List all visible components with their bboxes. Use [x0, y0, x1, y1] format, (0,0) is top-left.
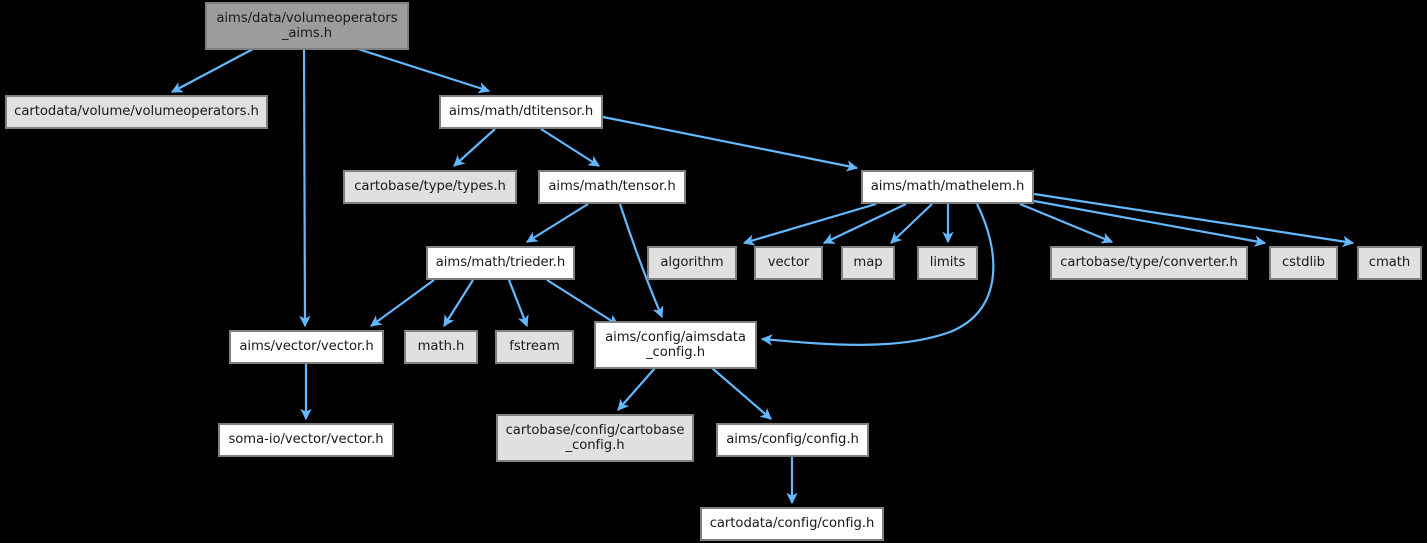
graph-node-label: cartobase/type/types.h	[354, 179, 506, 195]
graph-node-vector[interactable]: vector	[754, 246, 823, 280]
graph-node-label: vector	[767, 255, 810, 271]
edge-tensor-to-trieder	[526, 203, 589, 243]
graph-node-label: aims/vector/vector.h	[239, 339, 374, 355]
graph-node-mathh[interactable]: math.h	[404, 330, 478, 364]
graph-node-mathelem[interactable]: aims/math/mathelem.h	[861, 170, 1034, 204]
edge-trieder-to-fstream	[507, 279, 529, 328]
graph-node-label: limits	[929, 255, 966, 271]
graph-node-label: aims/data/volumeoperators _aims.h	[216, 10, 398, 41]
graph-node-label: cartobase/config/cartobase _config.h	[505, 422, 685, 453]
graph-node-cartovolop[interactable]: cartodata/volume/volumeoperators.h	[5, 95, 268, 129]
graph-node-types[interactable]: cartobase/type/types.h	[343, 170, 517, 204]
edge-dtitensor-to-types	[453, 128, 496, 167]
graph-node-map[interactable]: map	[841, 246, 895, 280]
graph-node-label: aims/math/trieder.h	[435, 255, 566, 271]
edge-aimsdata-to-cartoconfig	[617, 367, 656, 411]
edge-root-to-aimsvector	[299, 48, 311, 328]
graph-node-algorithm[interactable]: algorithm	[647, 246, 737, 280]
graph-node-label: cstdlib	[1281, 255, 1325, 271]
graph-node-label: cartodata/config/config.h	[709, 516, 875, 532]
edge-tensor-to-aimsdata	[618, 203, 664, 319]
edge-trieder-to-aimsvector	[370, 279, 435, 327]
graph-node-label: soma-io/vector/vector.h	[228, 432, 384, 448]
edge-mathelem-to-aimsdata	[760, 203, 995, 346]
edge-root-to-cartovolop	[170, 48, 254, 93]
graph-node-label: algorithm	[660, 255, 724, 271]
graph-node-label: aims/config/config.h	[726, 432, 859, 448]
edge-dtitensor-to-mathelem	[602, 115, 859, 172]
graph-node-label: cmath	[1368, 255, 1411, 271]
graph-node-trieder[interactable]: aims/math/trieder.h	[426, 246, 575, 280]
edge-mathelem-to-cmath	[1033, 192, 1355, 248]
graph-node-label: cartodata/volume/volumeoperators.h	[14, 104, 259, 120]
graph-node-fstream[interactable]: fstream	[495, 330, 574, 364]
graph-node-label: math.h	[417, 339, 465, 355]
graph-node-label: map	[853, 255, 883, 271]
graph-node-root: aims/data/volumeoperators _aims.h	[205, 2, 409, 50]
graph-node-label: aims/math/mathelem.h	[870, 179, 1025, 195]
graph-node-aimsvector[interactable]: aims/vector/vector.h	[229, 330, 384, 364]
graph-node-tensor[interactable]: aims/math/tensor.h	[538, 170, 686, 204]
graph-node-label: aims/math/tensor.h	[548, 179, 676, 195]
edge-mathelem-to-map	[890, 203, 933, 244]
edge-trieder-to-mathh	[443, 279, 474, 327]
edge-mathelem-to-vector	[822, 203, 907, 244]
graph-node-label: cartobase/type/converter.h	[1060, 255, 1238, 271]
graph-node-dtitensor[interactable]: aims/math/dtitensor.h	[439, 95, 603, 129]
graph-node-label: aims/config/aimsdata _config.h	[605, 329, 746, 360]
edge-root-to-dtitensor	[357, 47, 491, 94]
graph-node-cstdlib[interactable]: cstdlib	[1269, 246, 1338, 280]
edge-aimsdata-to-aimsconfig	[711, 367, 772, 420]
graph-node-aimsconfig[interactable]: aims/config/config.h	[716, 423, 869, 457]
graph-node-cartodata[interactable]: cartodata/config/config.h	[700, 507, 884, 541]
edge-dtitensor-to-tensor	[540, 128, 600, 167]
graph-node-aimsdata[interactable]: aims/config/aimsdata _config.h	[594, 321, 757, 369]
graph-node-limits[interactable]: limits	[917, 246, 978, 280]
graph-node-somaio[interactable]: soma-io/vector/vector.h	[218, 423, 394, 457]
graph-node-label: aims/math/dtitensor.h	[448, 104, 594, 120]
graph-node-label: fstream	[509, 339, 560, 355]
graph-node-cartoconfig[interactable]: cartobase/config/cartobase _config.h	[496, 414, 694, 462]
edge-mathelem-to-algorithm	[742, 202, 877, 246]
edge-trieder-to-aimsdata	[546, 279, 619, 326]
graph-node-converter[interactable]: cartobase/type/converter.h	[1050, 246, 1248, 280]
edge-mathelem-to-cstdlib	[1033, 199, 1267, 247]
edge-mathelem-to-converter	[1019, 202, 1114, 244]
graph-node-cmath[interactable]: cmath	[1357, 246, 1422, 280]
